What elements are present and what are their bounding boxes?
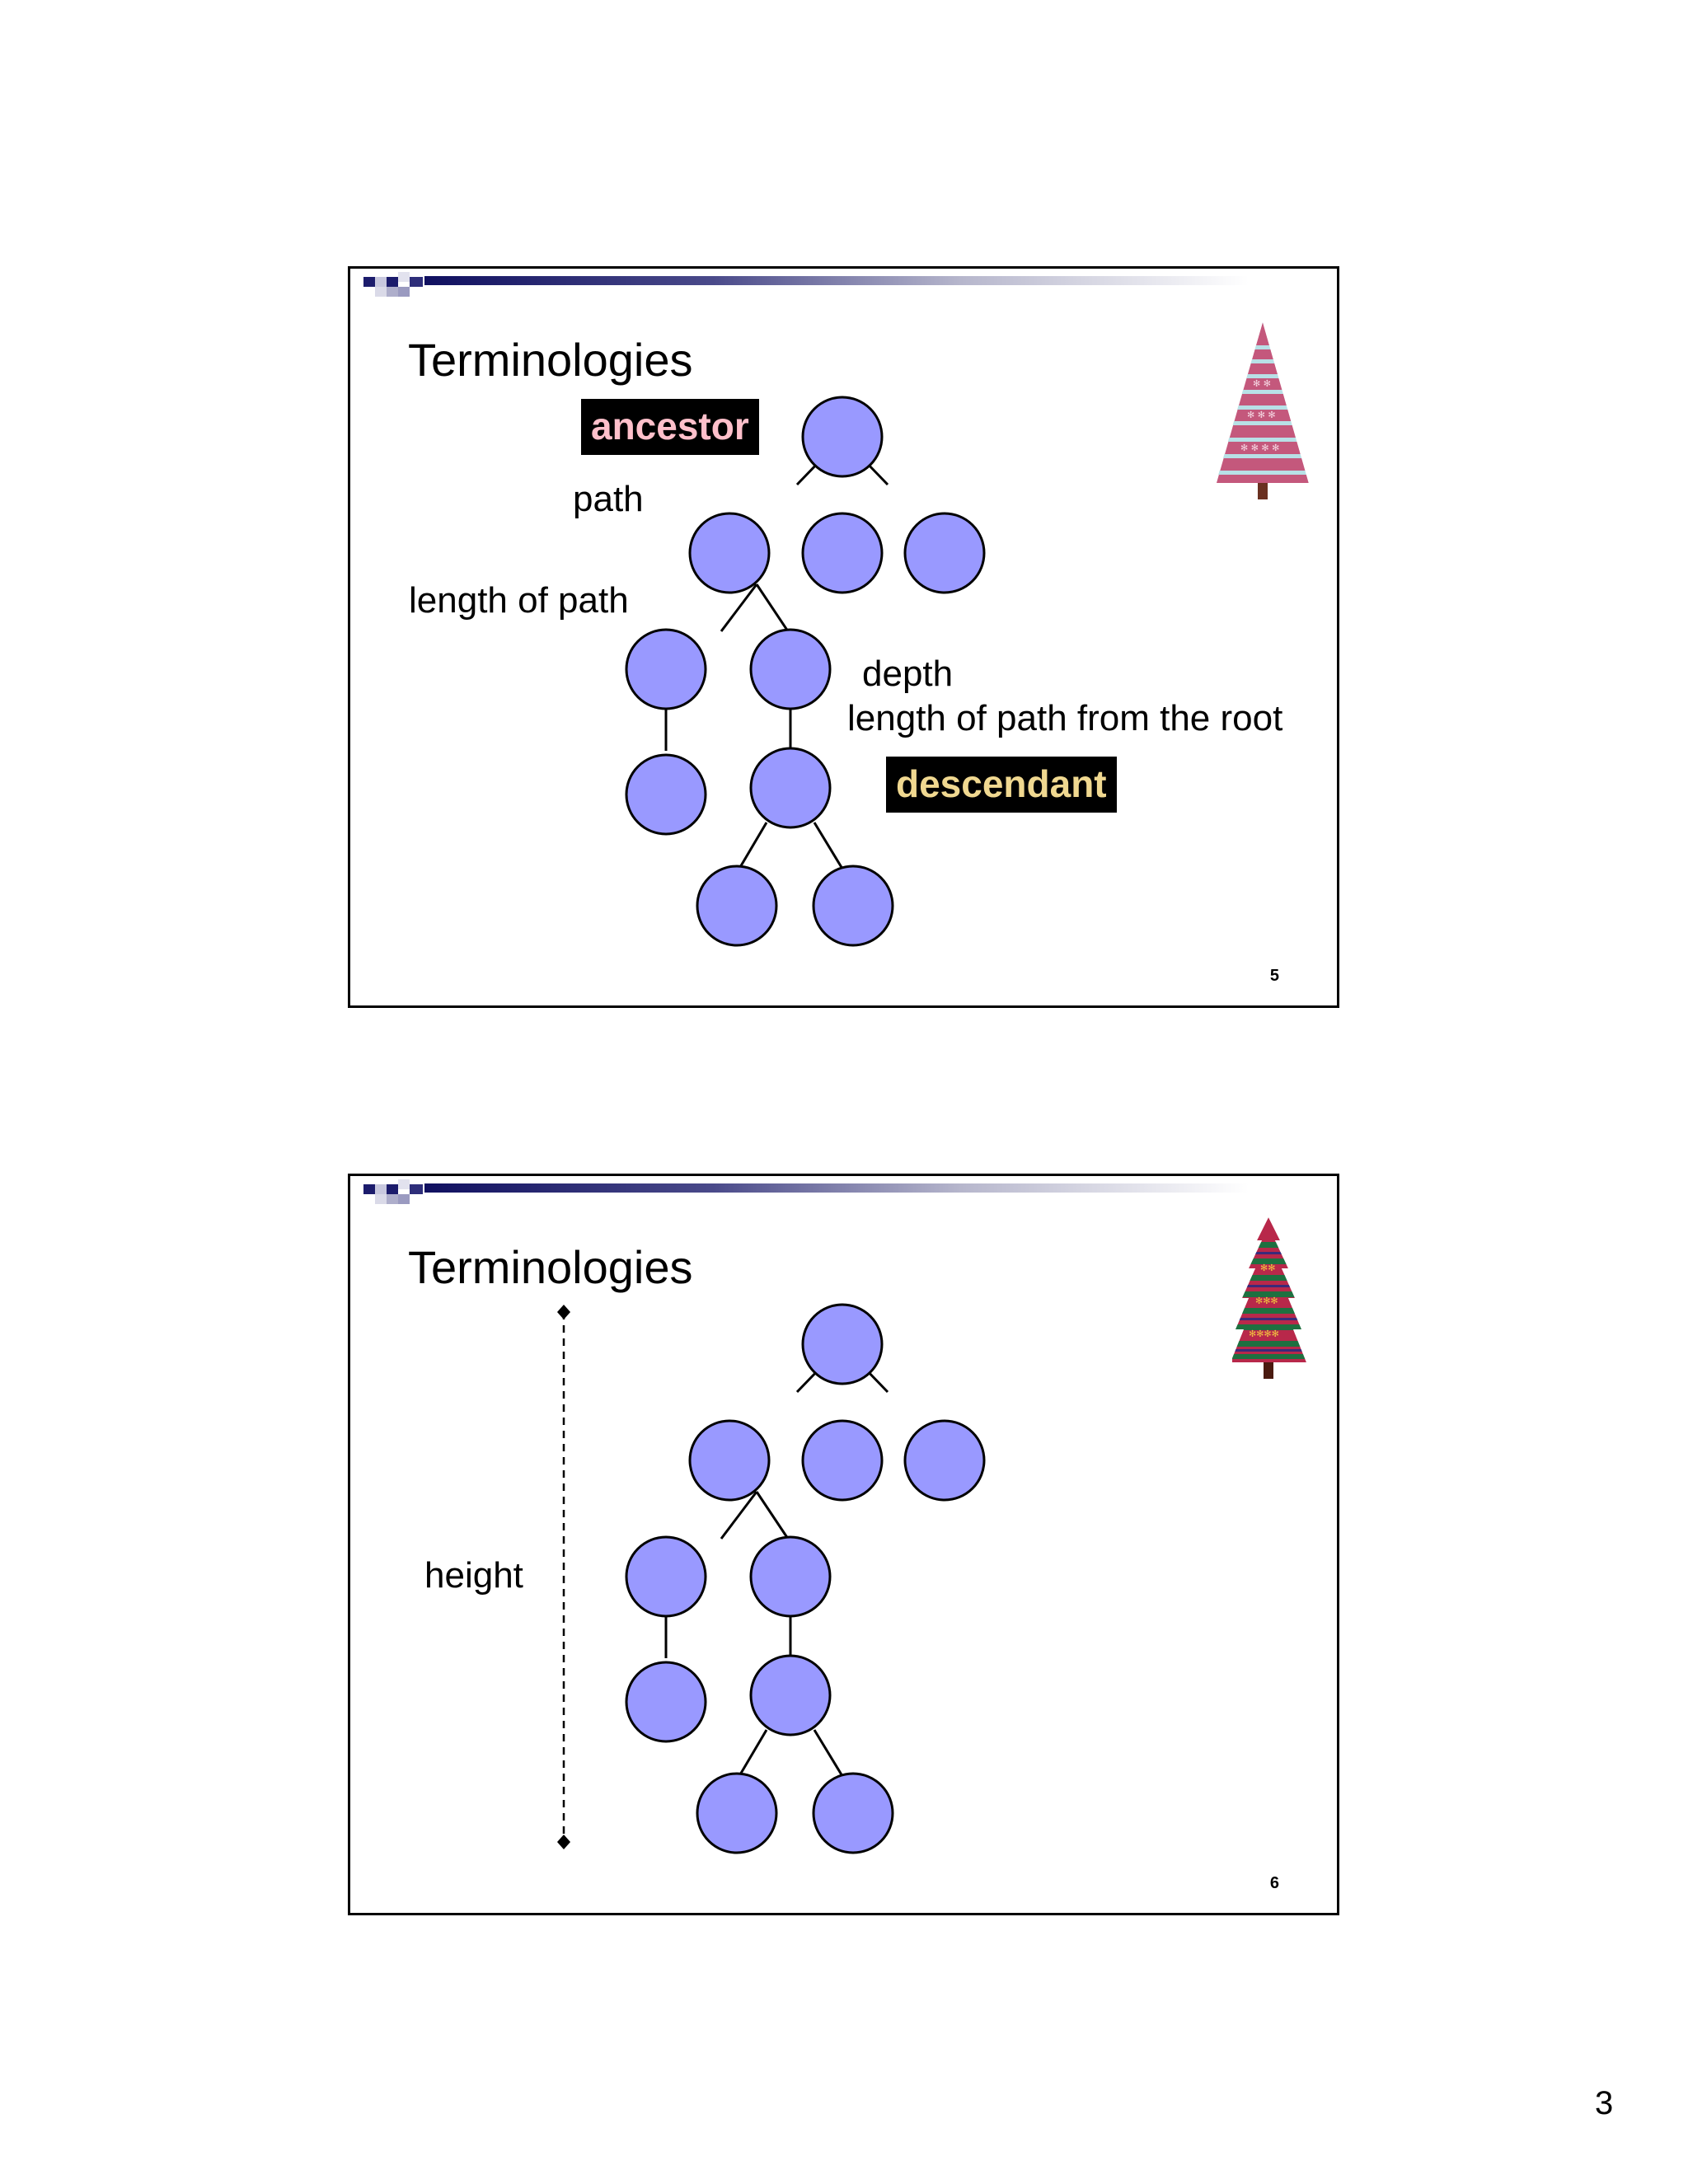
decor-square (387, 287, 398, 297)
decor-square (375, 1184, 387, 1194)
title-bar (424, 1183, 1249, 1193)
svg-text:✻✻✻✻: ✻✻✻✻ (1249, 1329, 1279, 1339)
tree-node (688, 1419, 771, 1502)
tree-node (688, 512, 771, 594)
tree-node (625, 1535, 707, 1618)
decor-square (387, 277, 398, 287)
page-number: 3 (1595, 2085, 1614, 2121)
decor-square (398, 1194, 410, 1204)
slide-number: 5 (1269, 967, 1279, 985)
tree-diagram (625, 396, 986, 947)
svg-text:✻ ✻: ✻ ✻ (1253, 378, 1271, 389)
christmas-tree-icon: ✻✻✻✻✻ ✻✻✻✻ (1232, 1193, 1315, 1379)
decor-square (398, 272, 410, 282)
tree-node (801, 512, 884, 594)
height-arrow-top (557, 1305, 570, 1319)
svg-text:✻ ✻ ✻ ✻: ✻ ✻ ✻ ✻ (1240, 443, 1279, 453)
tree-node (903, 512, 986, 594)
decor-square (398, 1179, 410, 1189)
decor-square (398, 287, 410, 297)
tree-diagram (557, 1303, 986, 1854)
svg-text:✻✻: ✻✻ (1260, 1263, 1275, 1273)
decor-square (410, 1184, 423, 1194)
decor-square (375, 277, 387, 287)
decor-square (410, 277, 423, 287)
height-arrow-bottom (557, 1835, 570, 1849)
tree-node (801, 396, 884, 478)
slide-title: Terminologies (408, 1241, 693, 1293)
tree-node (625, 628, 707, 710)
slide-6: Terminologies ✻✻✻✻✻ ✻✻✻✻ (348, 1174, 1339, 1915)
tree-node (812, 1772, 894, 1854)
depth-label: depth (862, 654, 954, 694)
tree-node (625, 1661, 707, 1743)
descendant-label: descendant (886, 757, 1117, 813)
depth-definition-label: length of path from the root (847, 698, 1283, 738)
length-of-path-label: length of path (409, 580, 629, 621)
slide-number: 6 (1269, 1874, 1279, 1892)
tree-node (696, 1772, 778, 1854)
decor-square (363, 277, 375, 287)
height-label: height (424, 1555, 523, 1596)
svg-text:✻✻✻: ✻✻✻ (1255, 1296, 1278, 1306)
tree-node (625, 753, 707, 836)
ancestor-label: ancestor (581, 399, 759, 455)
title-bar (424, 276, 1249, 285)
tree-node (749, 1654, 832, 1736)
tree-node (903, 1419, 986, 1502)
svg-text:✻ ✻ ✻: ✻ ✻ ✻ (1247, 410, 1276, 420)
path-label: path (573, 479, 644, 519)
decor-square (387, 1184, 398, 1194)
slide-5: Terminologies ✻ ✻ ✻ ✻ ✻ ✻ ✻ ✻ ✻ (348, 266, 1339, 1008)
decor-square (375, 287, 387, 297)
decor-square (375, 1194, 387, 1204)
christmas-tree-icon: ✻ ✻ ✻ ✻ ✻ ✻ ✻ ✻ ✻ (1216, 298, 1323, 499)
tree-node (801, 1303, 884, 1385)
tree-node (696, 865, 778, 947)
tree-node (812, 865, 894, 947)
tree-node (749, 1535, 832, 1618)
tree-node (749, 628, 832, 710)
decor-square (363, 1184, 375, 1194)
tree-node (801, 1419, 884, 1502)
tree-node (749, 747, 832, 829)
slide-title: Terminologies (408, 334, 693, 386)
decor-square (387, 1194, 398, 1204)
